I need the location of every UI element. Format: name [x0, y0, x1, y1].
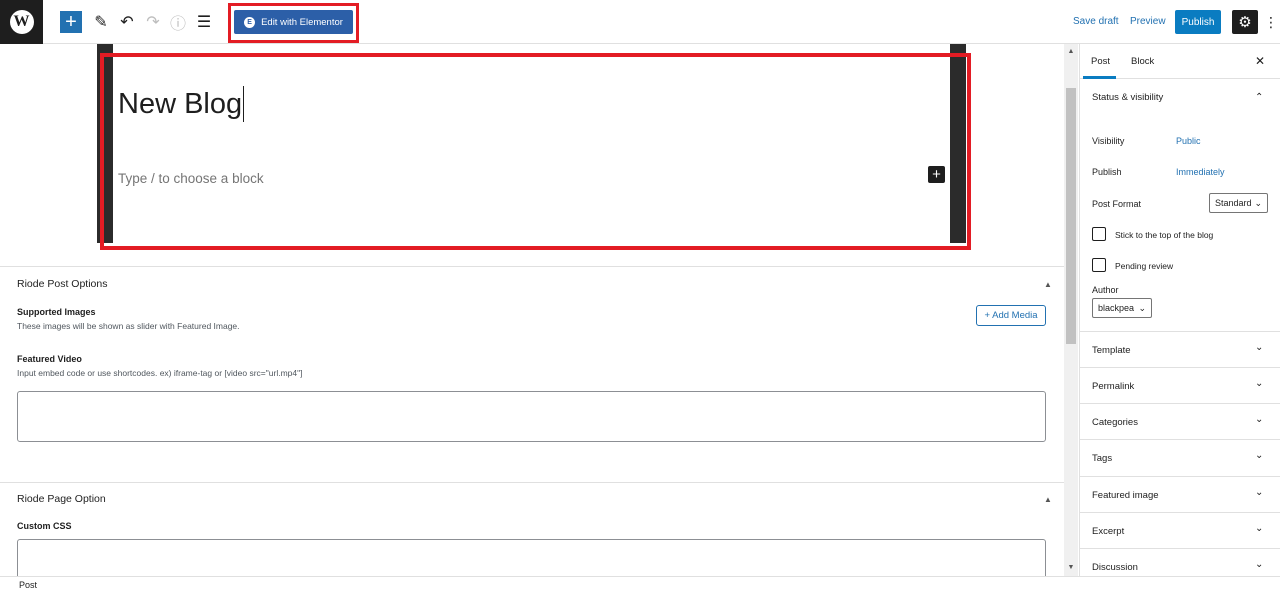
sidebar-tabs: Post Block ✕ — [1080, 44, 1280, 79]
panel-permalink[interactable]: Permalink — [1092, 381, 1135, 392]
add-media-button[interactable]: + Add Media — [976, 305, 1046, 326]
chevron-down-icon[interactable]: ⌄ — [1255, 523, 1264, 534]
featured-video-help: Input embed code or use shortcodes. ex) … — [17, 368, 303, 378]
chevron-down-icon[interactable]: ⌄ — [1255, 559, 1264, 570]
supported-images-label: Supported Images — [17, 307, 96, 317]
sticky-checkbox[interactable] — [1092, 227, 1106, 241]
close-icon[interactable]: ✕ — [1255, 54, 1266, 68]
publish-button[interactable]: Publish — [1175, 10, 1221, 34]
pencil-icon[interactable]: ✎ — [94, 14, 108, 31]
featured-video-label: Featured Video — [17, 354, 82, 364]
scroll-up-icon[interactable]: ▲ — [1067, 47, 1075, 55]
canvas-scrollbar-thumb[interactable] — [1066, 88, 1076, 344]
chevron-down-icon[interactable]: ⌄ — [1255, 487, 1264, 498]
pending-review-label: Pending review — [1115, 261, 1174, 271]
panel-discussion[interactable]: Discussion — [1092, 562, 1138, 573]
chevron-down-icon: ⌄ — [1254, 197, 1262, 208]
sticky-label: Stick to the top of the blog — [1115, 230, 1214, 240]
breadcrumb[interactable]: Post — [19, 580, 38, 590]
active-tab-indicator — [1083, 76, 1116, 79]
save-draft-button[interactable]: Save draft — [1073, 16, 1119, 27]
author-value: blackpea — [1098, 303, 1135, 313]
post-options-collapse-icon[interactable]: ▲ — [1044, 280, 1052, 289]
editor-toolbar: W + ✎ ↶ ↷ ⓘ ☰ E Edit with Elementor Save… — [0, 0, 1280, 44]
tab-post[interactable]: Post — [1091, 56, 1111, 67]
divider — [1080, 476, 1280, 477]
visibility-value-link[interactable]: Public — [1176, 136, 1201, 146]
editor-footer: Post — [0, 576, 1280, 592]
publish-date-link[interactable]: Immediately — [1176, 167, 1225, 177]
wordpress-logo-button[interactable]: W — [0, 0, 43, 44]
divider — [1080, 439, 1280, 440]
divider — [1080, 367, 1280, 368]
add-block-button[interactable]: + — [60, 11, 82, 33]
chevron-down-icon[interactable]: ⌄ — [1255, 378, 1264, 389]
settings-sidebar: Post Block ✕ Status & visibility ⌃ Visib… — [1079, 44, 1280, 576]
chevron-up-icon[interactable]: ⌃ — [1255, 92, 1264, 103]
preview-button[interactable]: Preview — [1130, 16, 1166, 27]
edit-with-elementor-button[interactable]: E Edit with Elementor — [234, 10, 353, 34]
divider — [1080, 403, 1280, 404]
info-icon[interactable]: ⓘ — [169, 16, 186, 33]
post-format-select[interactable]: Standard ⌄ — [1209, 193, 1268, 213]
post-options-title[interactable]: Riode Post Options — [17, 278, 108, 290]
settings-gear-icon[interactable]: ⚙ — [1232, 10, 1258, 34]
divider — [1080, 331, 1280, 332]
list-view-icon[interactable]: ☰ — [196, 14, 212, 31]
editor-canvas: New Blog Type / to choose a block + Riod… — [0, 44, 1064, 576]
panel-tags[interactable]: Tags — [1092, 453, 1113, 464]
elementor-icon: E — [244, 16, 256, 28]
riode-post-options-box: Riode Post Options ▲ Supported Images Th… — [0, 266, 1064, 458]
block-placeholder[interactable]: Type / to choose a block — [118, 171, 264, 186]
redo-icon[interactable]: ↷ — [146, 14, 160, 31]
status-visibility-title[interactable]: Status & visibility — [1092, 92, 1164, 103]
panel-template[interactable]: Template — [1092, 345, 1131, 356]
chevron-down-icon[interactable]: ⌄ — [1255, 342, 1264, 353]
supported-images-help: These images will be shown as slider wit… — [17, 321, 240, 331]
featured-video-textarea[interactable] — [17, 391, 1046, 442]
inline-add-block-button[interactable]: + — [928, 166, 945, 183]
elementor-button-highlight — [228, 3, 359, 43]
chevron-down-icon[interactable]: ⌄ — [1255, 414, 1264, 425]
post-format-value: Standard — [1215, 198, 1252, 208]
panel-featured-image[interactable]: Featured image — [1092, 490, 1159, 501]
page-option-title[interactable]: Riode Page Option — [17, 493, 106, 505]
author-select[interactable]: blackpea ⌄ — [1092, 298, 1152, 318]
more-options-icon[interactable]: ⋮ — [1264, 13, 1278, 30]
riode-page-option-box: Riode Page Option ▲ Custom CSS — [0, 482, 1064, 576]
scroll-down-icon[interactable]: ▼ — [1067, 563, 1075, 571]
wordpress-logo-icon: W — [9, 10, 34, 34]
divider — [1080, 512, 1280, 513]
panel-excerpt[interactable]: Excerpt — [1092, 526, 1125, 537]
page-option-collapse-icon[interactable]: ▲ — [1044, 495, 1052, 504]
post-format-label: Post Format — [1092, 199, 1142, 209]
chevron-down-icon[interactable]: ⌄ — [1255, 450, 1264, 461]
visibility-label: Visibility — [1092, 136, 1125, 146]
chevron-down-icon: ⌄ — [1138, 302, 1146, 313]
custom-css-textarea[interactable] — [17, 539, 1046, 576]
publish-label: Publish — [1092, 167, 1122, 177]
edit-with-elementor-label: Edit with Elementor — [261, 16, 343, 28]
tab-block[interactable]: Block — [1131, 56, 1155, 67]
post-title-input[interactable]: New Blog — [118, 86, 245, 122]
divider — [1080, 548, 1280, 549]
canvas-dark-edge-right — [950, 44, 966, 243]
custom-css-label: Custom CSS — [17, 521, 72, 531]
pending-review-checkbox[interactable] — [1092, 258, 1106, 272]
undo-icon[interactable]: ↶ — [120, 14, 134, 31]
title-block-highlight — [100, 53, 971, 250]
author-label: Author — [1092, 285, 1119, 295]
panel-categories[interactable]: Categories — [1092, 417, 1138, 428]
